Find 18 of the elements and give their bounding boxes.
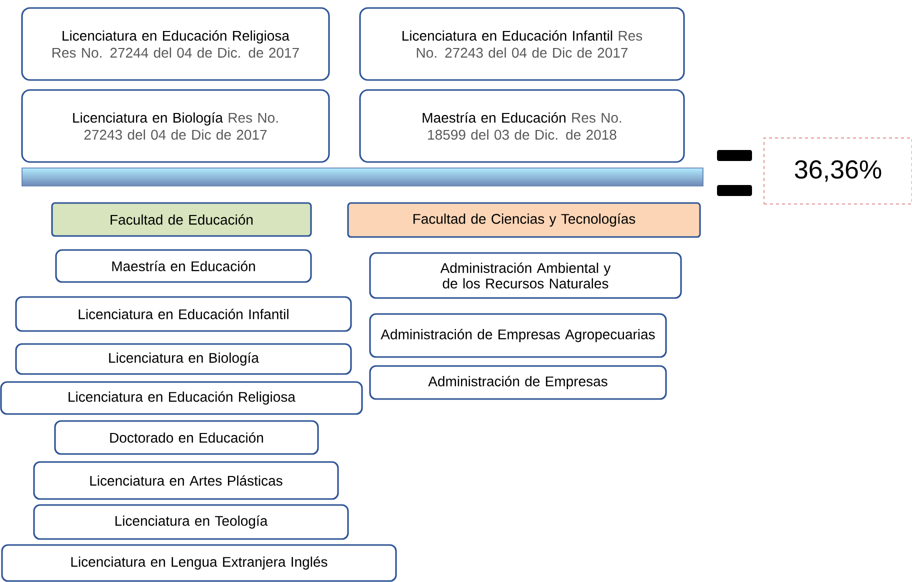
program-box: Administración Ambiental y de los Recursos Naturales <box>369 252 682 299</box>
program-box: Doctorado en Educación <box>54 420 319 455</box>
percentage-box: 36,36% <box>763 137 912 205</box>
program-box: Licenciatura en Educación Infantil <box>15 296 352 332</box>
program-box: Licenciatura en Artes Plásticas <box>33 461 339 500</box>
program-box: Licenciatura en Teología <box>33 504 349 540</box>
res-box: Maestría en Educación Res No. 18599 del 03 de Dic. de 2018 <box>359 89 685 163</box>
program-box: Administración de Empresas <box>369 365 667 400</box>
faculty-box: Facultad de Educación <box>51 202 312 237</box>
res-box: Licenciatura en Educación Infantil Res No. 27243 del 04 de Dic de 2017 <box>359 7 685 81</box>
program-box: Maestría en Educación <box>55 249 312 283</box>
res-box: Licenciatura en Biología Res No. 27243 del 04 de Dic de 2017 <box>21 89 330 163</box>
program-box: Licenciatura en Educación Religiosa <box>0 381 363 415</box>
res-box: Licenciatura en Educación Religiosa Res No. 27244 del 04 de Dic. de 2017 <box>21 7 330 81</box>
faculty-box: Facultad de Ciencias y Tecnologías <box>347 202 701 238</box>
program-box: Administración de Empresas Agropecuarias <box>369 313 667 358</box>
program-box: Licenciatura en Biología <box>15 343 352 375</box>
program-box: Licenciatura en Lengua Extranjera Inglés <box>1 544 397 582</box>
